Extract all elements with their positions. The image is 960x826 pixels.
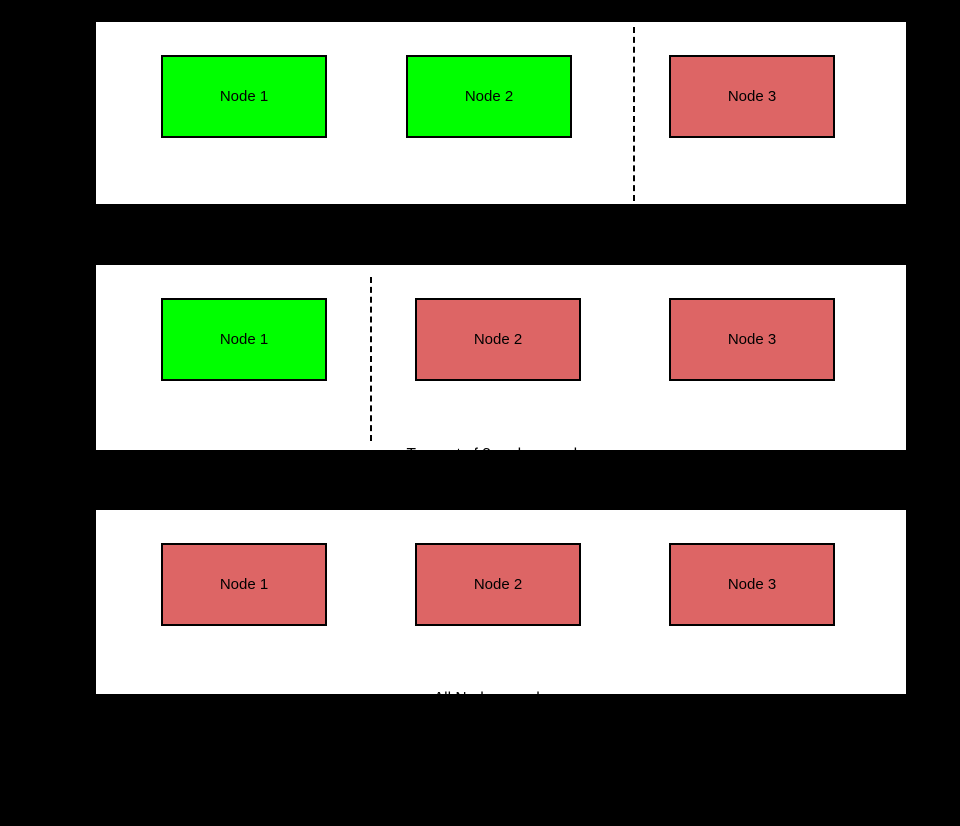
partition-divider-panel1 xyxy=(633,27,635,201)
node-label: Node 3 xyxy=(727,331,777,348)
diagram-canvas: Node 1 Node 2 Node 3 Two out of 3 nodes … xyxy=(96,22,906,776)
panel3-caption-line-1: All Nodes are down xyxy=(433,689,569,707)
node-box-panel2-node2: Node 2 xyxy=(415,298,581,381)
cluster-scenario-panel-3: Node 1 Node 2 Node 3 All Nodes are down … xyxy=(96,510,906,776)
panel3-caption-line-2: Majority Fails & Cluster Stops xyxy=(399,758,603,776)
node-box-panel1-node3: Node 3 xyxy=(669,55,835,138)
node-label: Node 2 xyxy=(473,331,523,348)
node-label: Node 3 xyxy=(727,576,777,593)
node-box-panel2-node1: Node 1 xyxy=(161,298,327,381)
node-box-panel3-node3: Node 3 xyxy=(669,543,835,626)
node-label: Node 2 xyxy=(464,88,514,105)
node-box-panel3-node1: Node 1 xyxy=(161,543,327,626)
cluster-scenario-panel-1: Node 1 Node 2 Node 3 Two out of 3 nodes … xyxy=(96,22,906,306)
panel3-caption: All Nodes are down Majority Fails & Clus… xyxy=(276,642,726,826)
node-label: Node 3 xyxy=(727,88,777,105)
panel2-caption-line-1: Two out of 3 nodes are down xyxy=(406,445,606,463)
node-label: Node 1 xyxy=(219,331,269,348)
partition-divider-panel2 xyxy=(370,277,372,441)
node-box-panel1-node2: Node 2 xyxy=(406,55,572,138)
cluster-scenario-panel-2: Node 1 Node 2 Node 3 Two out of 3 nodes … xyxy=(96,265,906,532)
node-label: Node 1 xyxy=(219,576,269,593)
panel1-caption-line-1: Two out of 3 nodes are up xyxy=(411,219,591,237)
node-box-panel2-node3: Node 3 xyxy=(669,298,835,381)
node-label: Node 2 xyxy=(473,576,523,593)
node-box-panel3-node2: Node 2 xyxy=(415,543,581,626)
node-box-panel1-node1: Node 1 xyxy=(161,55,327,138)
node-label: Node 1 xyxy=(219,88,269,105)
